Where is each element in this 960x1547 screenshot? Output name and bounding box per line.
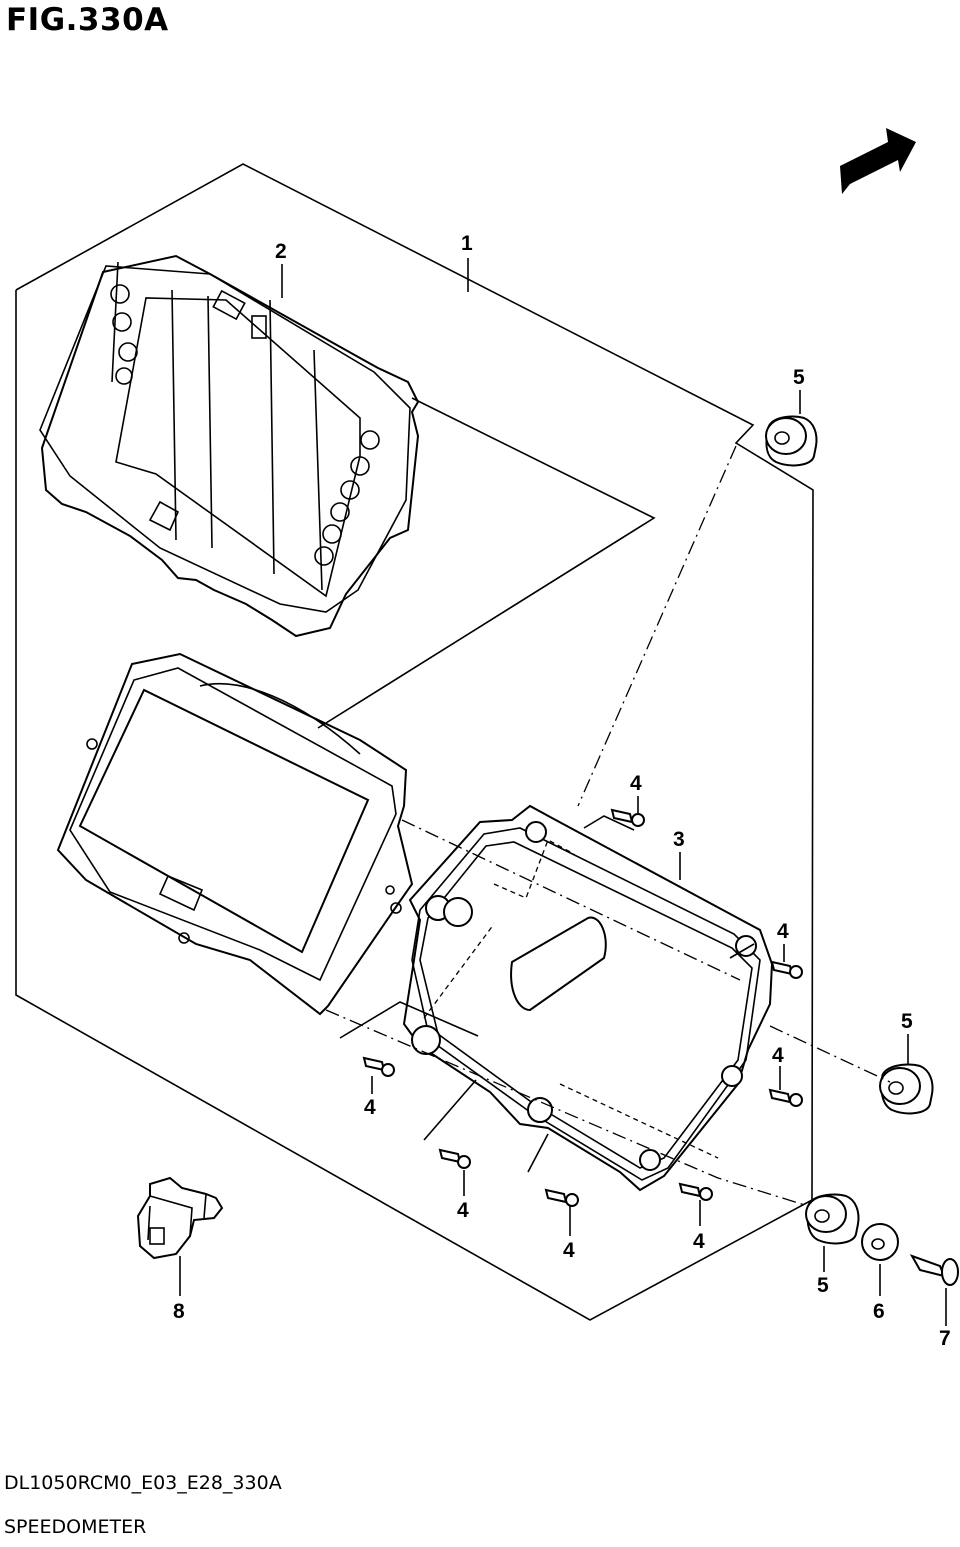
callout-4-f: 4 [563,1239,575,1262]
fwd-arrow-icon: FWD [840,128,916,201]
drawing-code: DL1050RCM0_E03_E28_330A [4,1472,282,1494]
part-7-bolt [909,1254,959,1286]
part-1-meter-unit [56,652,414,1016]
callout-4-a: 4 [630,772,642,795]
part-4-screw-g [678,1182,713,1201]
callout-labels: 1 2 3 4 4 4 4 4 4 4 5 5 5 6 7 8 [173,232,951,1350]
leader-lines [179,258,947,1326]
callout-3: 3 [673,828,685,851]
part-4-screw-b [770,960,803,979]
figure-title: FIG.330A [6,2,169,38]
part-5-grommet-mid [879,1063,934,1115]
assembly-1-boundary [15,163,814,1321]
callout-4-b: 4 [777,920,789,943]
callout-4-d: 4 [364,1096,376,1119]
callout-2: 2 [275,240,287,263]
part-5-grommet-top [765,415,818,467]
part-4-screw-f [544,1188,579,1207]
section-name: SPEEDOMETER [4,1516,147,1538]
callout-4-c: 4 [772,1044,784,1067]
callout-1: 1 [461,232,473,255]
callout-4-e: 4 [457,1199,469,1222]
part-5-grommet-low [805,1193,860,1245]
part-4-screw-e [438,1148,471,1169]
callout-4-g: 4 [693,1230,705,1253]
part-4-screw-a [610,808,645,827]
alignment-lines [317,397,891,1207]
callout-5-c: 5 [817,1274,829,1297]
part-6-washer [861,1223,899,1261]
part-4-screw-c [768,1088,803,1107]
callout-6: 6 [873,1300,885,1323]
part-8-connector [136,1176,224,1260]
part-2-housing [39,254,420,638]
callout-5-b: 5 [901,1010,913,1033]
callout-7: 7 [939,1327,951,1350]
callout-8: 8 [173,1300,185,1323]
part-4-screw-d [362,1056,395,1077]
part-3-rear-cover [402,804,774,1192]
callout-5-a: 5 [793,366,805,389]
